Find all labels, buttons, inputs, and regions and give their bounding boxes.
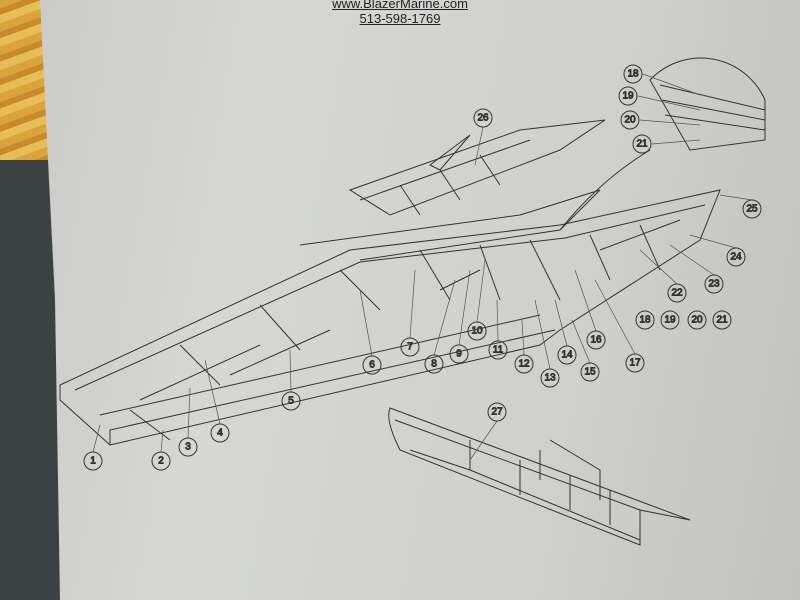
callout-16: 16 bbox=[586, 330, 606, 350]
callout-24: 24 bbox=[726, 247, 746, 267]
callout-23: 23 bbox=[704, 274, 724, 294]
callout-7: 7 bbox=[400, 337, 420, 357]
callout-5: 5 bbox=[281, 391, 301, 411]
callout-15: 15 bbox=[580, 362, 600, 382]
svg-text:17: 17 bbox=[629, 358, 641, 369]
callout-25: 25 bbox=[742, 199, 762, 219]
detail-callout-18: 18 bbox=[623, 64, 643, 84]
callout-18: 18 bbox=[635, 310, 655, 330]
svg-text:26: 26 bbox=[477, 113, 489, 124]
callout-26: 26 bbox=[473, 108, 493, 128]
svg-text:2: 2 bbox=[158, 456, 164, 467]
phone-text: 513-598-1769 bbox=[359, 11, 441, 26]
svg-text:24: 24 bbox=[730, 252, 742, 263]
callout-19: 19 bbox=[660, 310, 680, 330]
svg-text:27: 27 bbox=[491, 407, 503, 418]
svg-text:18: 18 bbox=[639, 315, 651, 326]
svg-text:3: 3 bbox=[185, 442, 191, 453]
svg-text:20: 20 bbox=[624, 115, 636, 126]
callout-2: 2 bbox=[151, 451, 171, 471]
svg-text:23: 23 bbox=[708, 279, 720, 290]
svg-text:20: 20 bbox=[691, 315, 703, 326]
svg-text:12: 12 bbox=[518, 359, 530, 370]
detail-callout-19: 19 bbox=[618, 86, 638, 106]
main-frame-drawing bbox=[59, 189, 721, 446]
callout-1: 1 bbox=[83, 451, 103, 471]
callout-6: 6 bbox=[362, 355, 382, 375]
callout-21: 21 bbox=[712, 310, 732, 330]
svg-text:13: 13 bbox=[544, 373, 556, 384]
svg-text:22: 22 bbox=[671, 288, 683, 299]
svg-text:16: 16 bbox=[590, 335, 602, 346]
website-text: www.BlazerMarine.com bbox=[332, 0, 468, 11]
side-view-drawing bbox=[388, 407, 691, 546]
svg-text:19: 19 bbox=[664, 315, 676, 326]
svg-text:6: 6 bbox=[369, 360, 375, 371]
callout-17: 17 bbox=[625, 353, 645, 373]
svg-text:14: 14 bbox=[561, 350, 573, 361]
leader-lines bbox=[92, 73, 753, 461]
svg-text:5: 5 bbox=[288, 396, 294, 407]
svg-text:21: 21 bbox=[636, 139, 648, 150]
svg-text:18: 18 bbox=[627, 69, 639, 80]
callout-12: 12 bbox=[514, 354, 534, 374]
callout-4: 4 bbox=[210, 423, 230, 443]
svg-text:8: 8 bbox=[431, 359, 437, 370]
detail-view-drawing bbox=[559, 57, 766, 231]
svg-text:4: 4 bbox=[217, 428, 223, 439]
svg-text:9: 9 bbox=[456, 349, 462, 360]
callout-27: 27 bbox=[487, 402, 507, 422]
callout-22: 22 bbox=[667, 283, 687, 303]
svg-text:25: 25 bbox=[746, 204, 758, 215]
svg-text:21: 21 bbox=[716, 315, 728, 326]
detail-callout-20: 20 bbox=[620, 110, 640, 130]
sponson-drawing bbox=[348, 119, 606, 216]
svg-text:15: 15 bbox=[584, 367, 596, 378]
svg-text:19: 19 bbox=[622, 91, 634, 102]
svg-text:7: 7 bbox=[407, 342, 413, 353]
svg-text:1: 1 bbox=[90, 456, 96, 467]
svg-text:10: 10 bbox=[471, 326, 483, 337]
callout-9: 9 bbox=[449, 344, 469, 364]
callout-8: 8 bbox=[424, 354, 444, 374]
svg-text:11: 11 bbox=[493, 345, 504, 356]
callout-20: 20 bbox=[687, 310, 707, 330]
part-number-callouts: 1 2 3 4 5 6 7 8 9 10 11 12 13 14 15 16 1… bbox=[83, 64, 762, 471]
callout-10: 10 bbox=[467, 321, 487, 341]
callout-11: 11 bbox=[488, 340, 508, 360]
detail-callout-21: 21 bbox=[632, 134, 652, 154]
callout-13: 13 bbox=[540, 368, 560, 388]
callout-14: 14 bbox=[557, 345, 577, 365]
callout-3: 3 bbox=[178, 437, 198, 457]
